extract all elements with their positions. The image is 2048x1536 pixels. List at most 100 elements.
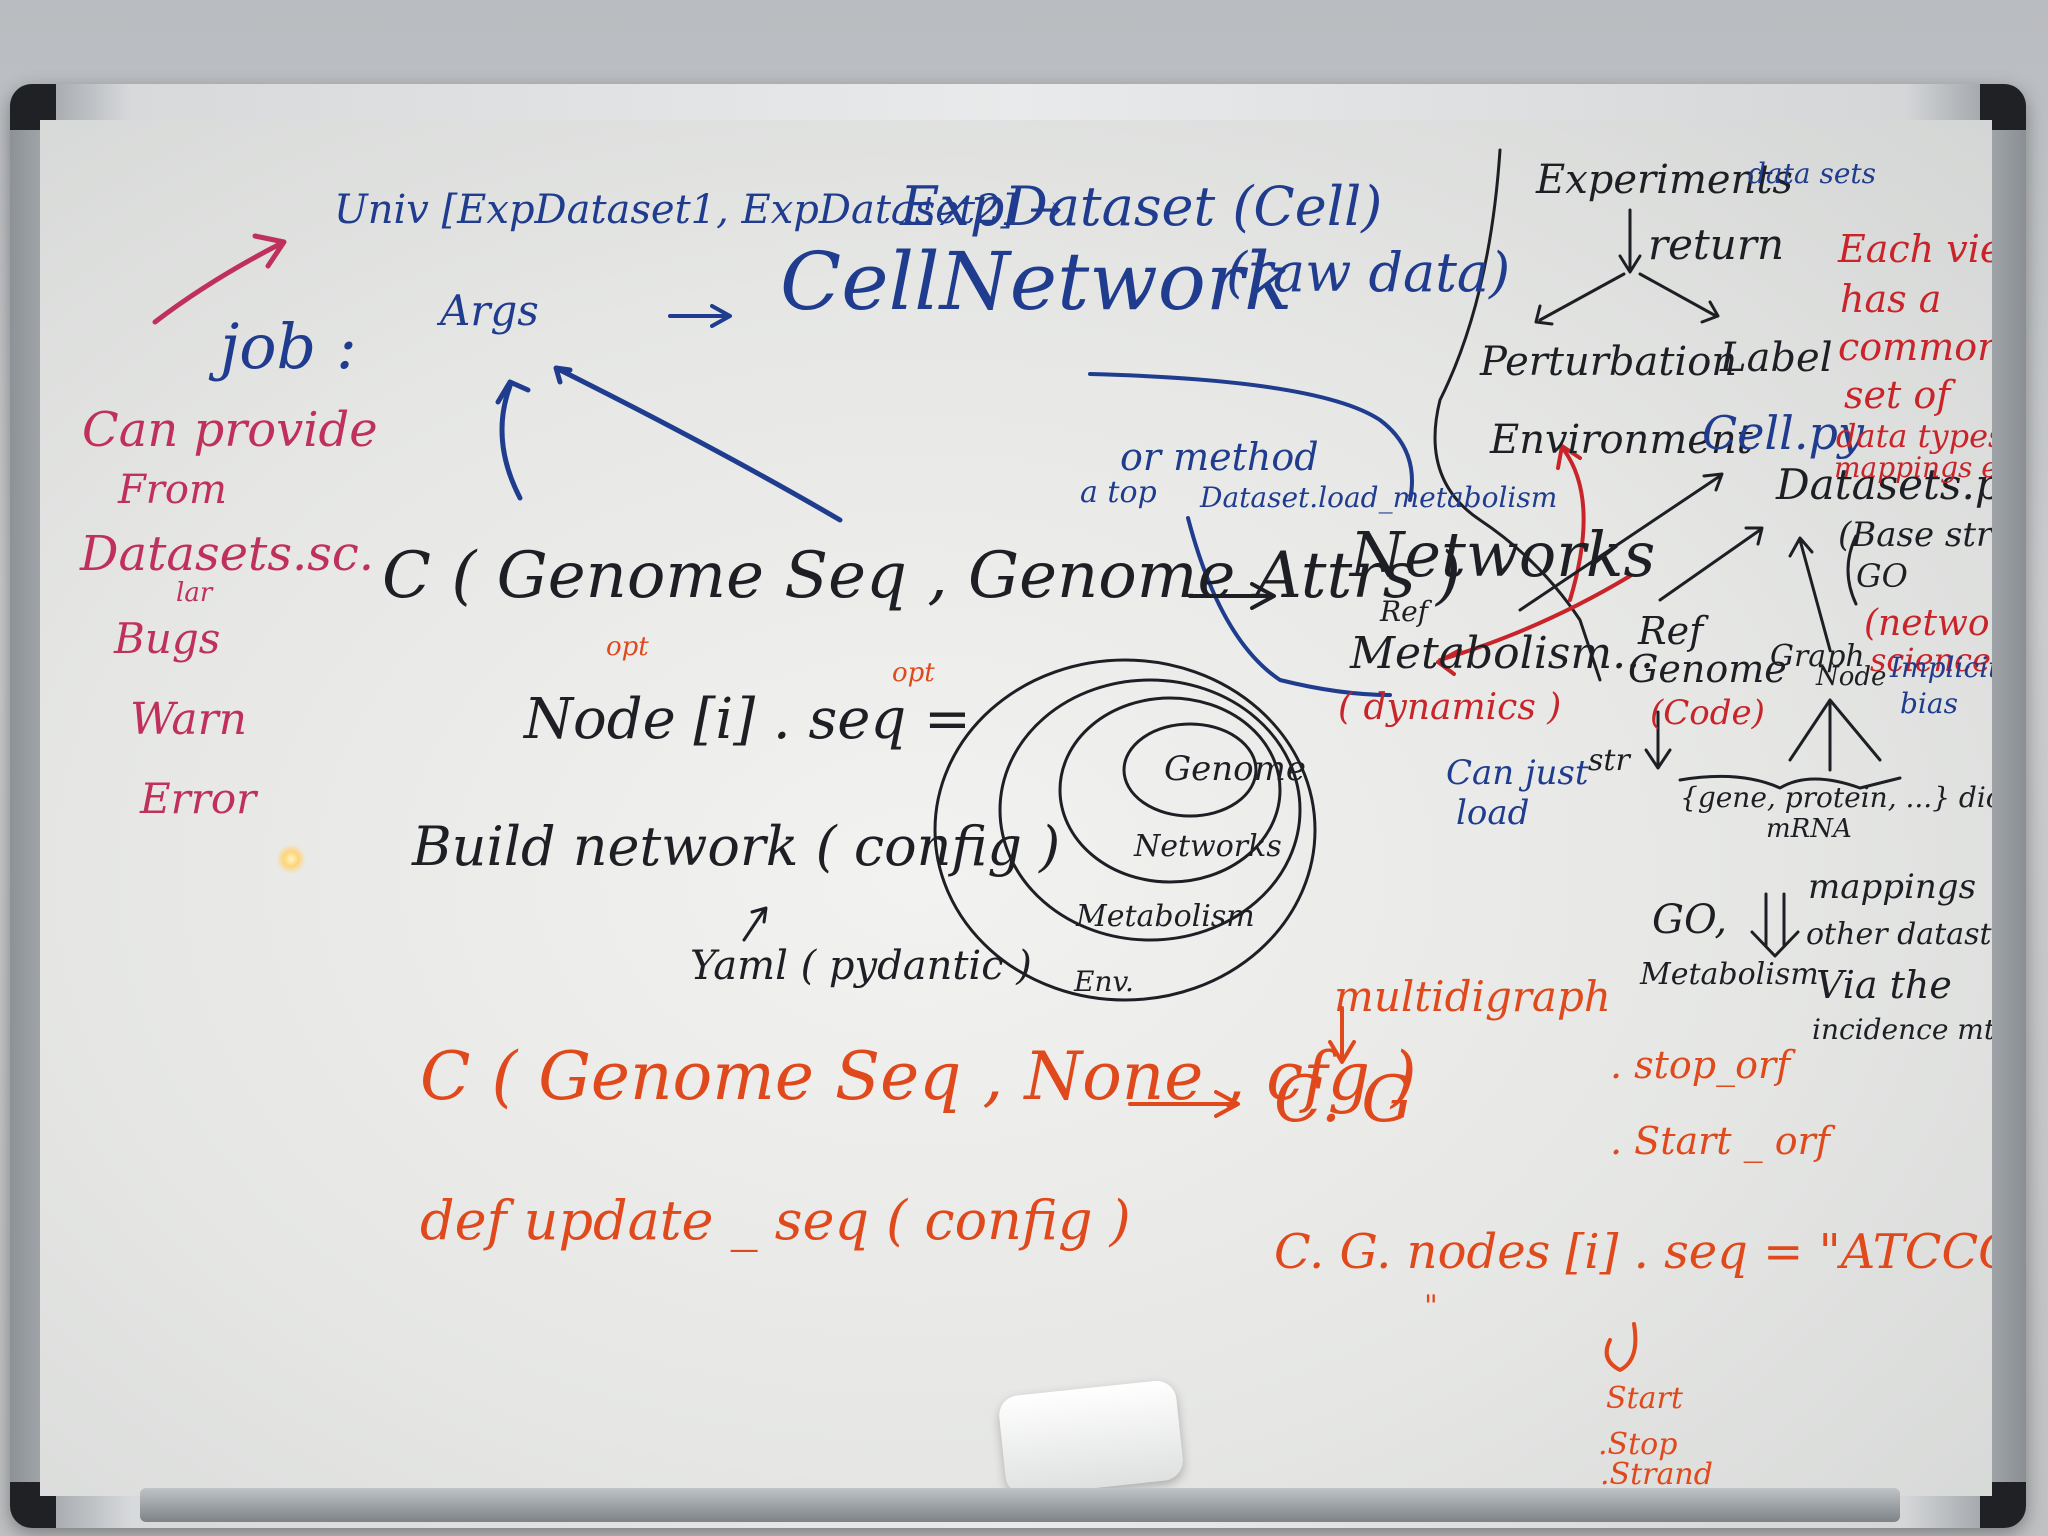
text-opt-1: opt [606, 632, 649, 662]
multidigraph-down-arrow [1328, 1006, 1356, 1064]
ref-down-arrow [1644, 710, 1672, 770]
text-yaml-pydantic: Yaml ( pydantic ) [690, 943, 1032, 989]
args-diag-arrow [553, 365, 843, 523]
text-datasets-py: Datasets.py [1776, 460, 1992, 509]
text-bugs: Bugs [114, 614, 221, 663]
node-tree [1788, 698, 1882, 772]
text-raw-data: (raw data) [1226, 241, 1511, 304]
text-def-update: def update _ seq ( config ) [420, 1189, 1131, 1252]
text-start: Start [1606, 1381, 1683, 1416]
orange-long-arrow [1128, 1090, 1240, 1118]
text-environment: Environment [1490, 417, 1753, 463]
text-experiments: Experiments [1536, 157, 1793, 203]
text-return: return [1648, 220, 1784, 269]
text-warn: Warn [130, 694, 248, 745]
text-node: Node [1816, 662, 1887, 692]
text-stop-orf: . stop_orf [1610, 1043, 1791, 1087]
ring-metabolism [998, 678, 1302, 942]
text-stop: .Stop [1598, 1427, 1678, 1462]
text-ref-2: Ref [1638, 609, 1704, 653]
ring-networks [1058, 696, 1282, 884]
marker-tray [140, 1488, 1900, 1522]
text-cg-nodes: C. G. nodes [i] . seq = "ATCCG" [1274, 1224, 1992, 1280]
text-error: Error [140, 774, 257, 823]
text-lar: lar [176, 578, 213, 608]
text-job: job : [220, 310, 357, 383]
text-metabolism-2: Metabolism [1640, 957, 1819, 992]
text-incidence-mtx: incidence mtx [1812, 1013, 1992, 1046]
datasets-diag-2 [1658, 526, 1764, 602]
text-base-str: (Base str [1838, 515, 1992, 555]
text-code: (Code) [1650, 693, 1765, 733]
red-arrow-ref [1436, 574, 1632, 676]
whiteboard-frame: Univ [ExpDataset1, ExpDataset2] → job : … [10, 84, 2026, 1528]
text-go-2: GO, [1652, 897, 1728, 943]
text-cg: C. G [1274, 1063, 1413, 1137]
text-gene-protein: {gene, protein, ...} dict [1680, 781, 1992, 814]
divider-line [1433, 148, 1602, 682]
text-str: str [1588, 743, 1630, 778]
pink-arrow-line [152, 241, 283, 325]
text-cell-network: CellNetwork [780, 235, 1293, 328]
ring-genome [1122, 722, 1258, 818]
text-dynamics: ( dynamics ) [1338, 687, 1562, 728]
text-each-view-5: data types [1836, 417, 1992, 455]
text-opt-2: opt [892, 658, 935, 688]
text-can-just: Can just [1446, 753, 1589, 793]
text-bias: bias [1900, 687, 1958, 720]
datasets-diag-1 [1518, 472, 1724, 612]
return-split-left [1534, 272, 1626, 326]
text-quote-mark: " [1424, 1289, 1438, 1324]
gene-brace [1678, 774, 1902, 790]
text-genome-ring: Genome [1164, 749, 1307, 789]
return-down-arrow [1618, 208, 1642, 274]
text-each-view-3: common [1838, 325, 1992, 369]
base-paren [1846, 534, 1858, 606]
text-go-1: GO [1856, 557, 1908, 595]
text-network: (network [1864, 603, 1992, 644]
text-strand: .Strand [1600, 1457, 1713, 1492]
text-datasets-sc: Datasets.sc. [80, 526, 374, 582]
red-arrow-env [1556, 444, 1586, 602]
ring-env [933, 658, 1317, 1002]
text-metabolism-ring: Metabolism [1076, 899, 1255, 934]
text-ref-1: Ref [1380, 595, 1429, 628]
args-to-network-arrow [668, 304, 732, 328]
text-networks-title: Networks [1350, 518, 1656, 591]
light-glare [276, 844, 306, 874]
seq-hook [1604, 1322, 1638, 1372]
text-from: From [118, 467, 227, 513]
c-to-networks-arrow [1188, 582, 1276, 610]
text-univ: Univ [ExpDataset1, ExpDataset2] → [334, 187, 1063, 233]
text-load: load [1456, 793, 1530, 833]
whiteboard-eraser[interactable] [997, 1378, 1185, 1496]
text-metabolism-dots: Metabolism... [1350, 628, 1655, 679]
text-multidigraph: multidigraph [1334, 972, 1611, 1021]
text-each-view-6: mappings etc. [1834, 451, 1992, 484]
text-genome-2: Genome [1628, 647, 1787, 691]
mappings-arrow [1750, 892, 1800, 958]
text-label: Label [1720, 335, 1833, 381]
text-perturbation: Perturbation [1480, 339, 1738, 385]
method-to-metabolism-curve [1186, 516, 1392, 697]
text-can-provide: Can provide [82, 402, 378, 458]
drawn-lines [152, 148, 1902, 1372]
text-mappings: mappings [1808, 867, 1977, 907]
datasets-diag-3 [1788, 536, 1832, 652]
network-to-load-curve [1088, 372, 1414, 502]
text-expdataset-cell: ExpDataset (Cell) [900, 175, 1383, 238]
args-up-arrow [495, 379, 531, 501]
text-build-network: Build network ( config ) [412, 815, 1061, 878]
text-implicit: Implicit [1890, 651, 1992, 684]
text-or-method: or method [1120, 435, 1319, 479]
text-science: science) [1870, 641, 1992, 679]
text-other-datastruct: other datastruct [1806, 917, 1992, 952]
text-mrna: mRNA [1766, 814, 1852, 844]
text-c-genome-none: C ( Genome Seq , None , cfg ) [420, 1038, 1417, 1115]
text-a-top: a top [1080, 475, 1157, 510]
text-each-view-1: Each view [1838, 227, 1992, 271]
text-cell-py: Cell.py [1702, 406, 1864, 460]
yaml-up-arrow [742, 906, 768, 942]
text-dataset-load: Dataset.load_metabolism [1200, 481, 1558, 514]
text-via-the: Via the [1816, 963, 1952, 1007]
